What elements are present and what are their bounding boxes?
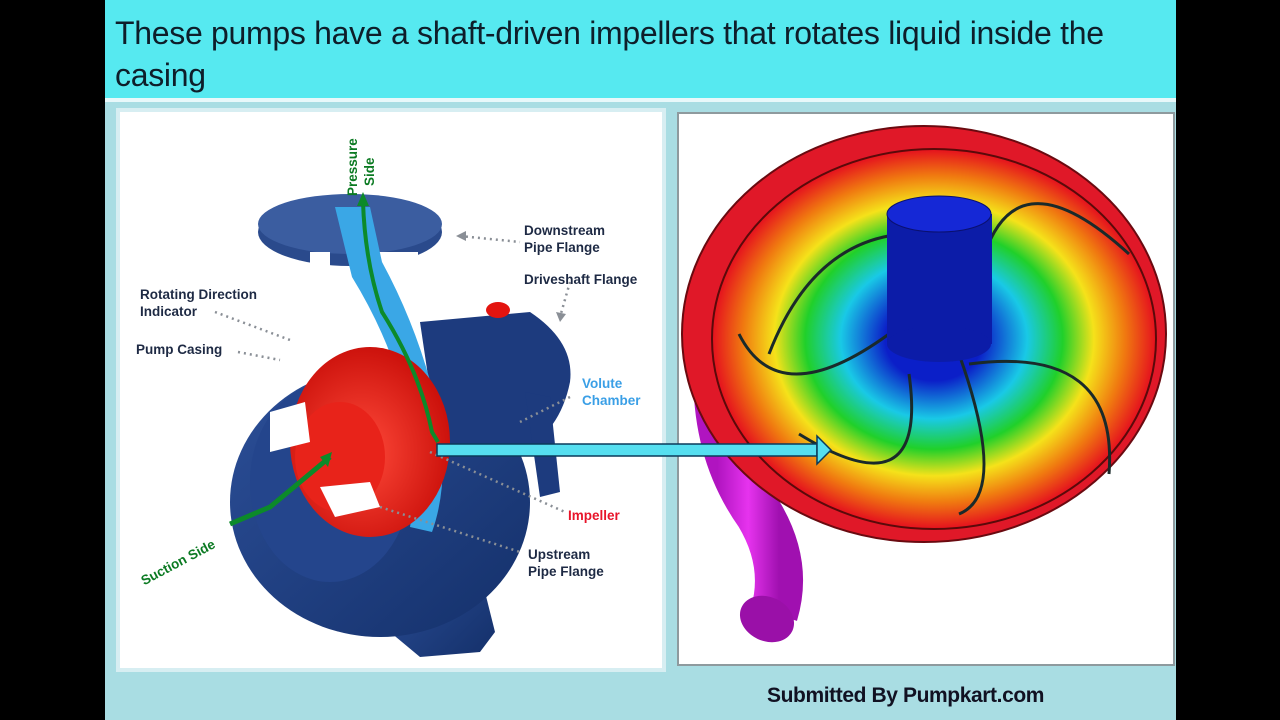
slide-title: These pumps have a shaft-driven impeller… xyxy=(115,15,1104,93)
label-pressure-side-line2: Side xyxy=(362,157,377,186)
label-pressure-side: Pressure Side xyxy=(344,138,378,196)
label-downstream-line2: Pipe Flange xyxy=(524,240,600,255)
label-impeller: Impeller xyxy=(568,508,620,523)
label-downstream-line1: Downstream xyxy=(524,223,606,238)
label-upstream-line2: Pipe Flange xyxy=(528,564,604,579)
label-rotating-line2: Indicator xyxy=(140,304,198,319)
impeller-flow-render xyxy=(681,125,1167,643)
slide: These pumps have a shaft-driven impeller… xyxy=(105,0,1176,720)
label-volute-chamber: Volute Chamber xyxy=(582,375,641,409)
footer-credit: Submitted By Pumpkart.com xyxy=(767,684,1045,707)
label-volute-line2: Chamber xyxy=(582,393,641,408)
label-rotating-line1: Rotating Direction xyxy=(140,287,257,302)
label-downstream-pipe-flange: Downstream Pipe Flange xyxy=(524,222,605,256)
label-upstream-line1: Upstream xyxy=(528,547,591,562)
impeller-render-panel xyxy=(677,112,1175,666)
label-driveshaft-flange: Driveshaft Flange xyxy=(524,272,638,287)
title-band: These pumps have a shaft-driven impeller… xyxy=(105,0,1176,102)
pump-cutaway-illustration xyxy=(214,192,572,657)
label-pressure-side-line1: Pressure xyxy=(345,138,360,196)
label-volute-line1: Volute xyxy=(582,376,623,391)
label-pump-casing: Pump Casing xyxy=(136,342,223,357)
pump-cutaway-panel: Pressure Side Downstream Pipe Flange Dri… xyxy=(120,112,662,668)
label-upstream-pipe-flange: Upstream Pipe Flange xyxy=(528,546,604,580)
label-rotating-direction-indicator: Rotating Direction Indicator xyxy=(140,286,257,320)
